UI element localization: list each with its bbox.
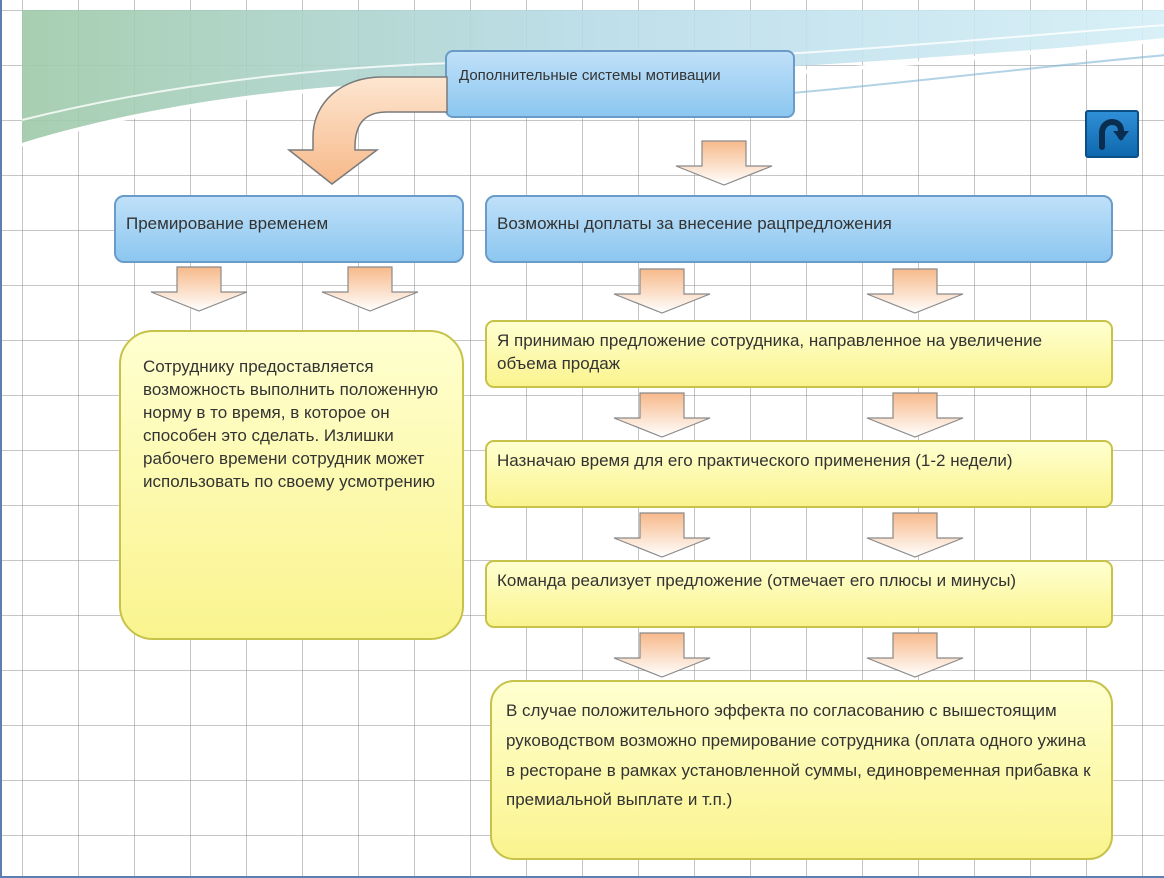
title-box-text: Дополнительные системы мотивации [459, 67, 721, 84]
down-arrow-icon [613, 512, 711, 558]
step-box-4: В случае положительного эффекта по согла… [490, 680, 1113, 860]
step-1-text: Я принимаю предложение сотрудника, напра… [497, 331, 1043, 373]
left-description-text: Сотруднику предоставляется возможность в… [143, 357, 439, 491]
step-4-text: В случае положительного эффекта по согла… [506, 701, 1091, 810]
u-turn-arrow-icon [1099, 118, 1129, 150]
step-3-text: Команда реализует предложение (отмечает … [497, 571, 1017, 590]
step-2-text: Назначаю время для его практического при… [497, 451, 1013, 470]
step-box-2: Назначаю время для его практического при… [485, 440, 1113, 508]
left-description-box: Сотруднику предоставляется возможность в… [119, 330, 464, 640]
left-header-text: Премирование временем [126, 214, 329, 233]
down-arrow-icon [150, 266, 248, 312]
right-header-text: Возможны доплаты за внесение рацпредложе… [497, 214, 892, 233]
curved-arrow-icon [287, 76, 448, 185]
down-arrow-icon [321, 266, 419, 312]
left-header-box: Премирование временем [114, 195, 464, 263]
step-box-1: Я принимаю предложение сотрудника, напра… [485, 320, 1113, 388]
step-box-3: Команда реализует предложение (отмечает … [485, 560, 1113, 628]
down-arrow-icon [613, 632, 711, 678]
title-box: Дополнительные системы мотивации [445, 50, 795, 118]
right-header-box: Возможны доплаты за внесение рацпредложе… [485, 195, 1113, 263]
down-arrow-icon [866, 392, 964, 438]
down-arrow-icon [866, 268, 964, 314]
down-arrow-icon [866, 632, 964, 678]
down-arrow-icon [613, 392, 711, 438]
down-arrow-icon [675, 140, 773, 186]
down-arrow-icon [613, 268, 711, 314]
back-button[interactable] [1085, 110, 1139, 158]
down-arrow-icon [866, 512, 964, 558]
